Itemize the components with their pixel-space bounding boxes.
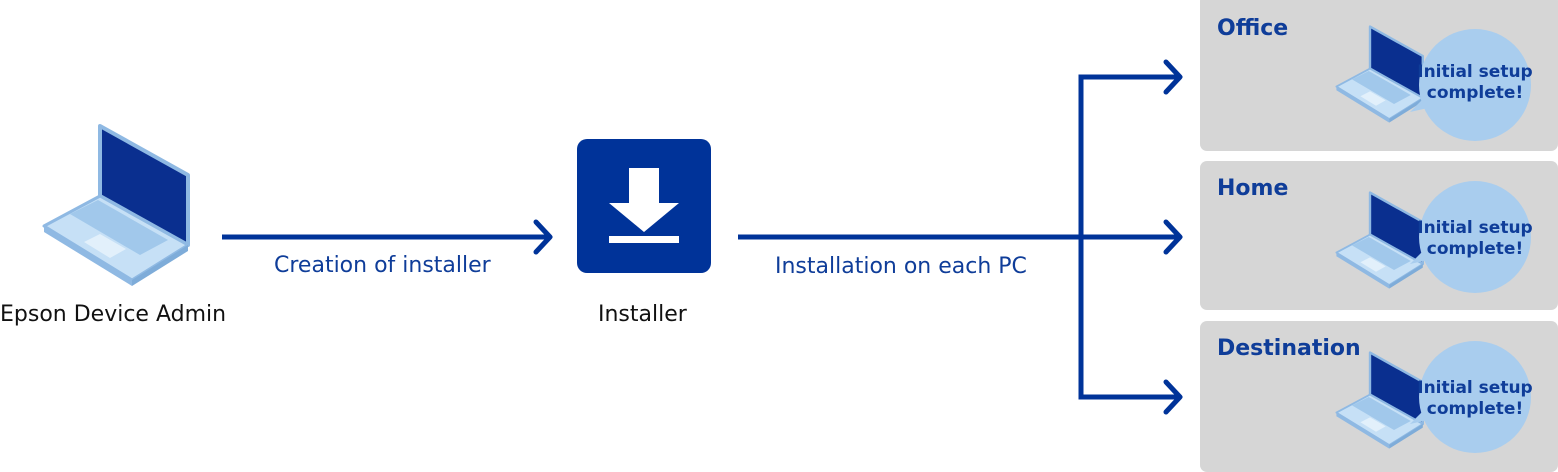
destination-title: Destination [1217, 336, 1361, 361]
arrow-installation-label: Installation on each PC [775, 254, 1027, 279]
laptop-icon [42, 124, 190, 288]
destination-title: Home [1217, 176, 1289, 201]
destination-panel [1200, 321, 1558, 472]
status-bubble [1410, 181, 1531, 293]
arrow-creation-label: Creation of installer [274, 253, 491, 278]
status-text: Initial setup complete! [1417, 62, 1533, 103]
destination-panel [1200, 161, 1558, 310]
status-bubble [1410, 29, 1531, 141]
status-text: Initial setup complete! [1417, 218, 1533, 259]
arrow-creation [222, 222, 550, 252]
destination-title: Office [1217, 16, 1289, 41]
arrow-installation [738, 62, 1180, 412]
left-node-label: Epson Device Admin [0, 302, 227, 327]
download-icon [577, 139, 711, 273]
middle-node-label: Installer [598, 302, 687, 327]
status-text: Initial setup complete! [1417, 378, 1533, 419]
destination-panel [1200, 0, 1558, 151]
status-bubble [1410, 341, 1531, 453]
